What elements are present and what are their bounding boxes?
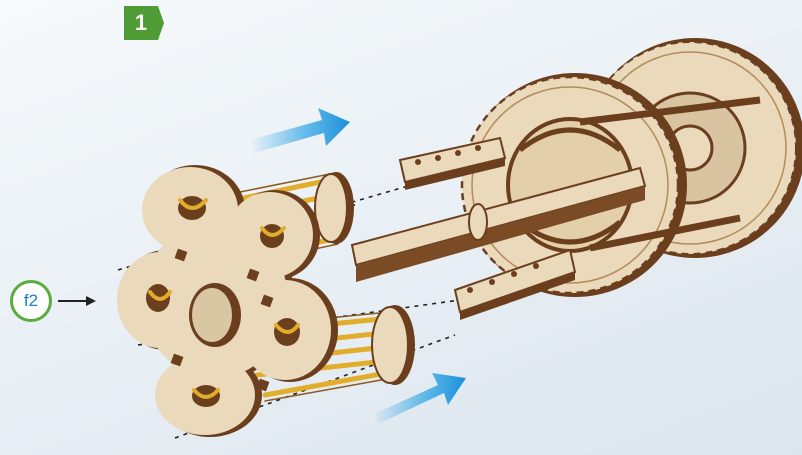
step-number-badge: 1 [124,6,164,40]
rubber-band-end-cap-lower [372,305,415,385]
part-callout: f2 [10,280,52,322]
part-label: f2 [13,283,49,319]
rubber-band-end-cap-upper [315,172,354,244]
step-number: 1 [124,6,158,40]
pointer-arrow-icon [58,296,96,306]
flower-plate [117,165,338,437]
motion-arrow-icon [250,108,350,153]
